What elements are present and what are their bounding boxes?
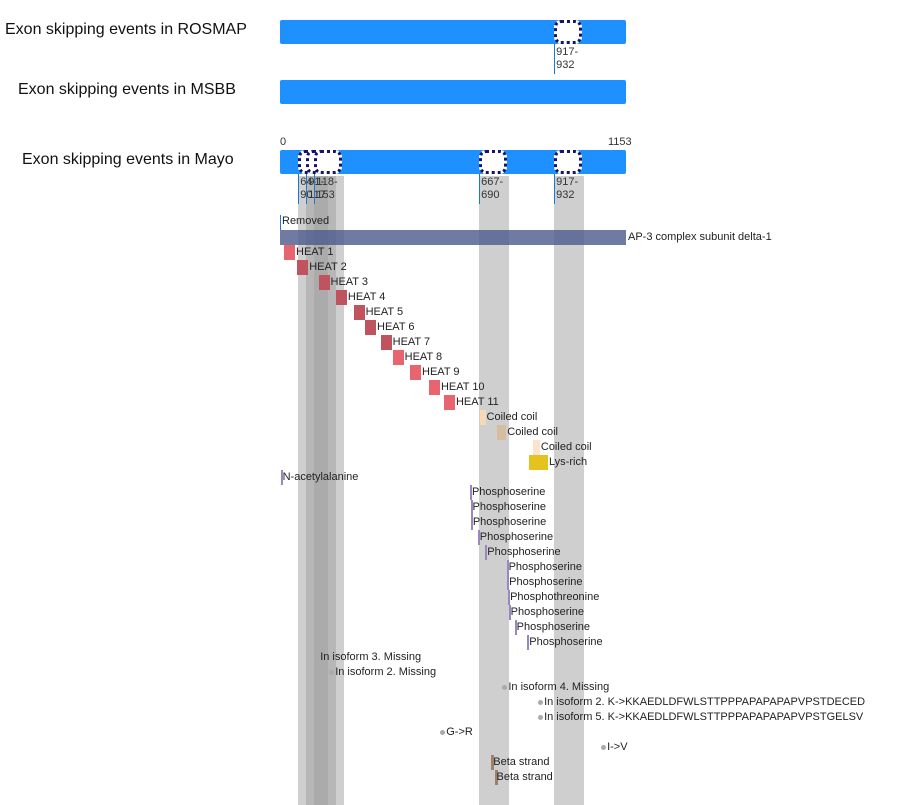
variant-dot <box>314 655 320 660</box>
modification-marker <box>506 560 509 575</box>
domain-region <box>335 290 347 305</box>
beta-strand-marker <box>491 755 495 770</box>
modification-label: N-acetylalanine <box>282 471 359 483</box>
modification-marker <box>514 620 517 635</box>
variant-label: In isoform 2. Missing <box>335 666 437 678</box>
modification-marker <box>527 635 530 650</box>
variant-dot <box>538 700 544 705</box>
domain-label: HEAT 6 <box>377 321 415 333</box>
modification-label: Phosphoserine <box>472 516 547 528</box>
variant-dot <box>538 715 544 720</box>
modification-marker <box>508 605 511 620</box>
exon-tick <box>298 174 300 204</box>
domain-label: Lys-rich <box>548 456 588 468</box>
variant-label: I->V <box>607 741 628 753</box>
domain-region <box>380 335 392 350</box>
domain-label: HEAT 8 <box>404 351 443 363</box>
skipped-exon[interactable] <box>554 20 583 44</box>
domain-region <box>392 350 404 365</box>
domain-region <box>284 245 295 260</box>
variant-dot <box>601 745 607 750</box>
domain-label: HEAT 10 <box>440 381 485 393</box>
skipped-exon[interactable] <box>314 150 343 174</box>
track-bar <box>280 80 626 104</box>
modification-label: Phosphoserine <box>479 531 554 543</box>
removed-label: Removed <box>282 215 330 227</box>
exon-tick <box>306 174 308 204</box>
track-label: Exon skipping events in MSBB <box>18 81 236 98</box>
protein-chain-bar <box>280 230 626 245</box>
track-label: Exon skipping events in ROSMAP <box>5 21 247 38</box>
domain-label: HEAT 4 <box>347 291 386 303</box>
domain-region <box>297 260 309 275</box>
domain-region <box>365 320 377 335</box>
domain-region <box>428 380 440 395</box>
skipped-exon[interactable] <box>554 150 583 174</box>
variant-label: In isoform 3. Missing <box>320 651 422 663</box>
axis-min-label: 0 <box>280 136 287 148</box>
domain-region <box>532 440 540 455</box>
modification-marker <box>477 530 480 545</box>
exon-tick <box>479 174 481 204</box>
modification-marker <box>470 500 473 515</box>
variant-label: In isoform 5. K->KKAEDLDFWLSTTPPPAPAPAPA… <box>544 711 864 723</box>
exon-tick <box>554 174 556 204</box>
beta-strand-label: Beta strand <box>496 771 553 783</box>
exon-tick <box>314 174 316 204</box>
beta-strand-marker <box>494 770 498 785</box>
domain-label: HEAT 11 <box>455 396 499 408</box>
domain-region <box>497 425 507 440</box>
domain-label: HEAT 2 <box>309 261 347 273</box>
domain-region <box>443 395 455 410</box>
exon-range-label: 91-117 <box>308 176 326 201</box>
modification-label: Phosphoserine <box>509 576 583 588</box>
variant-dot <box>440 730 446 735</box>
domain-region <box>528 455 548 470</box>
modification-label: Phosphoserine <box>508 561 582 573</box>
modification-marker <box>485 545 488 560</box>
domain-label: HEAT 7 <box>392 336 431 348</box>
exon-shade-column <box>554 176 585 805</box>
skipped-exon[interactable] <box>479 150 508 174</box>
exon-shade-column <box>479 176 510 805</box>
variant-label: In isoform 4. Missing <box>508 681 610 693</box>
removed-marker <box>280 215 281 230</box>
domain-label: HEAT 9 <box>422 366 460 378</box>
modification-label: Phosphoserine <box>472 501 546 513</box>
modification-label: Phosphoserine <box>516 621 591 633</box>
exon-tick <box>554 44 556 74</box>
domain-region <box>318 275 330 290</box>
variant-dot <box>502 685 508 690</box>
domain-label: Coiled coil <box>540 441 592 453</box>
variant-dot <box>329 670 335 675</box>
variant-label: G->R <box>446 726 473 738</box>
modification-marker <box>469 485 472 500</box>
variant-label: In isoform 2. K->KKAEDLDFWLSTTPPPAPAPAPA… <box>544 696 866 708</box>
modification-marker <box>470 515 473 530</box>
exon-range-label: 917-932 <box>556 176 579 201</box>
domain-label: HEAT 5 <box>365 306 404 318</box>
domain-region <box>409 365 422 380</box>
domain-region <box>479 410 486 425</box>
domain-label: HEAT 3 <box>330 276 369 288</box>
domain-label: HEAT 1 <box>296 246 334 258</box>
modification-marker <box>280 470 283 485</box>
modification-label: Phosphoserine <box>529 636 603 648</box>
modification-marker <box>508 590 511 605</box>
axis-max-label: 1153 <box>608 136 632 148</box>
modification-label: Phosphoserine <box>510 606 585 618</box>
domain-label: Coiled coil <box>486 411 538 423</box>
domain-region <box>353 305 365 320</box>
protein-chain-label: AP-3 complex subunit delta-1 <box>628 231 772 243</box>
exon-range-label: 667-690 <box>481 176 504 201</box>
domain-label: Coiled coil <box>507 426 558 438</box>
modification-label: Phosphoserine <box>487 546 561 558</box>
beta-strand-label: Beta strand <box>493 756 550 768</box>
track-label: Exon skipping events in Mayo <box>22 151 234 168</box>
modification-label: Phosphothreonine <box>510 591 600 603</box>
exon-range-label: 118-153 <box>316 176 338 201</box>
exon-range-label: 917-932 <box>556 46 579 71</box>
modification-marker <box>507 575 510 590</box>
modification-label: Phosphoserine <box>471 486 546 498</box>
